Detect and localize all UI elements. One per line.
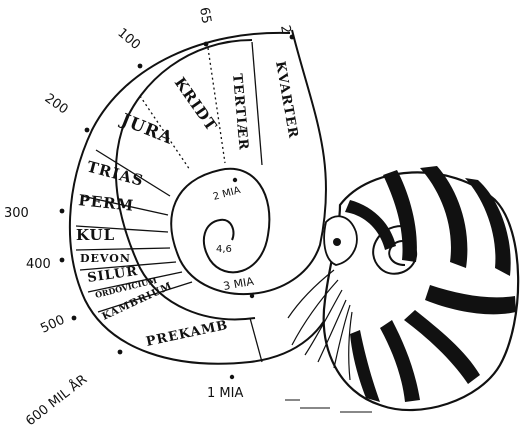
tick-100: 100: [114, 26, 143, 53]
tick-65: 65: [196, 6, 214, 25]
tick-500: 500: [38, 313, 67, 337]
mark-1-mia: 1 MIA: [207, 386, 243, 401]
period-devon: DEVON: [80, 252, 131, 265]
nautilus-shell-illustration: [285, 166, 518, 412]
tick-2: 2: [277, 24, 293, 35]
period-jura: JURA: [116, 109, 176, 149]
mark-center: 4,6: [216, 244, 232, 255]
period-kvarter: KVARTER: [272, 60, 300, 140]
period-kul: KUL: [76, 226, 115, 244]
tick-200: 200: [42, 91, 71, 118]
period-perm: PERM: [78, 191, 135, 215]
period-tertiaer: TERTIÆR: [229, 73, 251, 151]
tick-400: 400: [26, 257, 51, 272]
ground-hatching: [285, 400, 372, 412]
mark-2-mia: 2 MIA: [212, 185, 242, 203]
tick-300: 300: [4, 206, 29, 221]
mark-3-mia: 3 MIA: [222, 275, 255, 293]
tick-600: 600 MIL ÅR: [23, 371, 91, 428]
shell-eye: [333, 238, 341, 246]
period-prekambrium: PREKAMB: [145, 318, 230, 350]
